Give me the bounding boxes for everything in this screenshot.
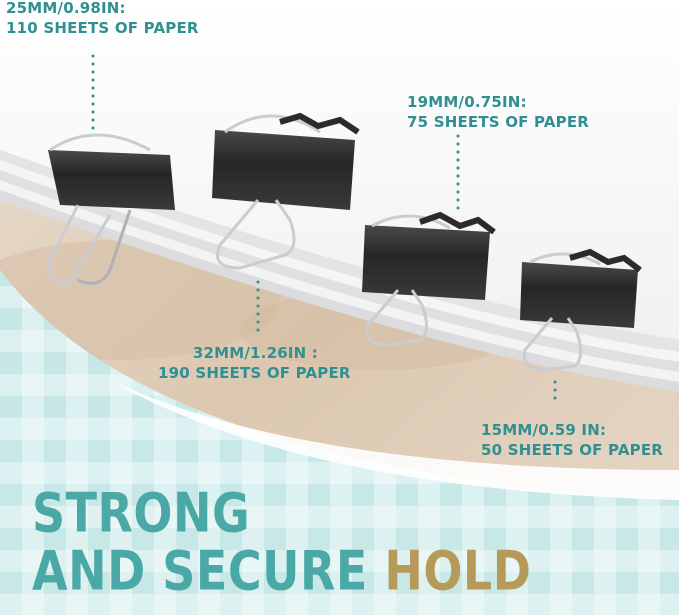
leader-line-15mm xyxy=(553,380,557,400)
binder-clip-19mm xyxy=(362,211,496,347)
leader-line-19mm xyxy=(456,134,460,210)
clip-label-25mm: 25MM/0.98IN: 110 SHEETS OF PAPER xyxy=(6,0,199,38)
headline-gold-part: HOLD xyxy=(384,538,532,603)
clip-size-19mm: 19MM/0.75IN: xyxy=(407,93,527,111)
clip-size-32mm: 32MM/1.26IN : xyxy=(192,344,318,362)
clip-capacity-15mm: 50 SHEETS OF PAPER xyxy=(481,441,664,459)
headline-teal-part: AND SECURE xyxy=(32,538,385,603)
headline-line-2: AND SECURE HOLD xyxy=(32,540,531,601)
clip-size-25mm: 25MM/0.98IN: xyxy=(6,0,126,17)
clip-size-15mm: 15MM/0.59 IN: xyxy=(481,421,607,439)
headline-line-1: STRONG xyxy=(32,480,251,545)
clip-label-19mm: 19MM/0.75IN: 75 SHEETS OF PAPER xyxy=(407,92,589,132)
leader-line-25mm xyxy=(91,54,95,130)
binder-clip-32mm xyxy=(212,112,360,270)
leader-line-32mm xyxy=(256,280,260,332)
clip-label-15mm: 15MM/0.59 IN: 50 SHEETS OF PAPER xyxy=(481,420,663,460)
clip-capacity-25mm: 110 SHEETS OF PAPER xyxy=(6,19,199,37)
binder-clip-25mm xyxy=(47,133,175,285)
clip-capacity-19mm: 75 SHEETS OF PAPER xyxy=(407,113,590,131)
clip-capacity-32mm: 190 SHEETS OF PAPER xyxy=(158,364,351,382)
clip-label-32mm: 32MM/1.26IN : 190 SHEETS OF PAPER xyxy=(158,343,351,383)
binder-clip-15mm xyxy=(520,248,642,372)
